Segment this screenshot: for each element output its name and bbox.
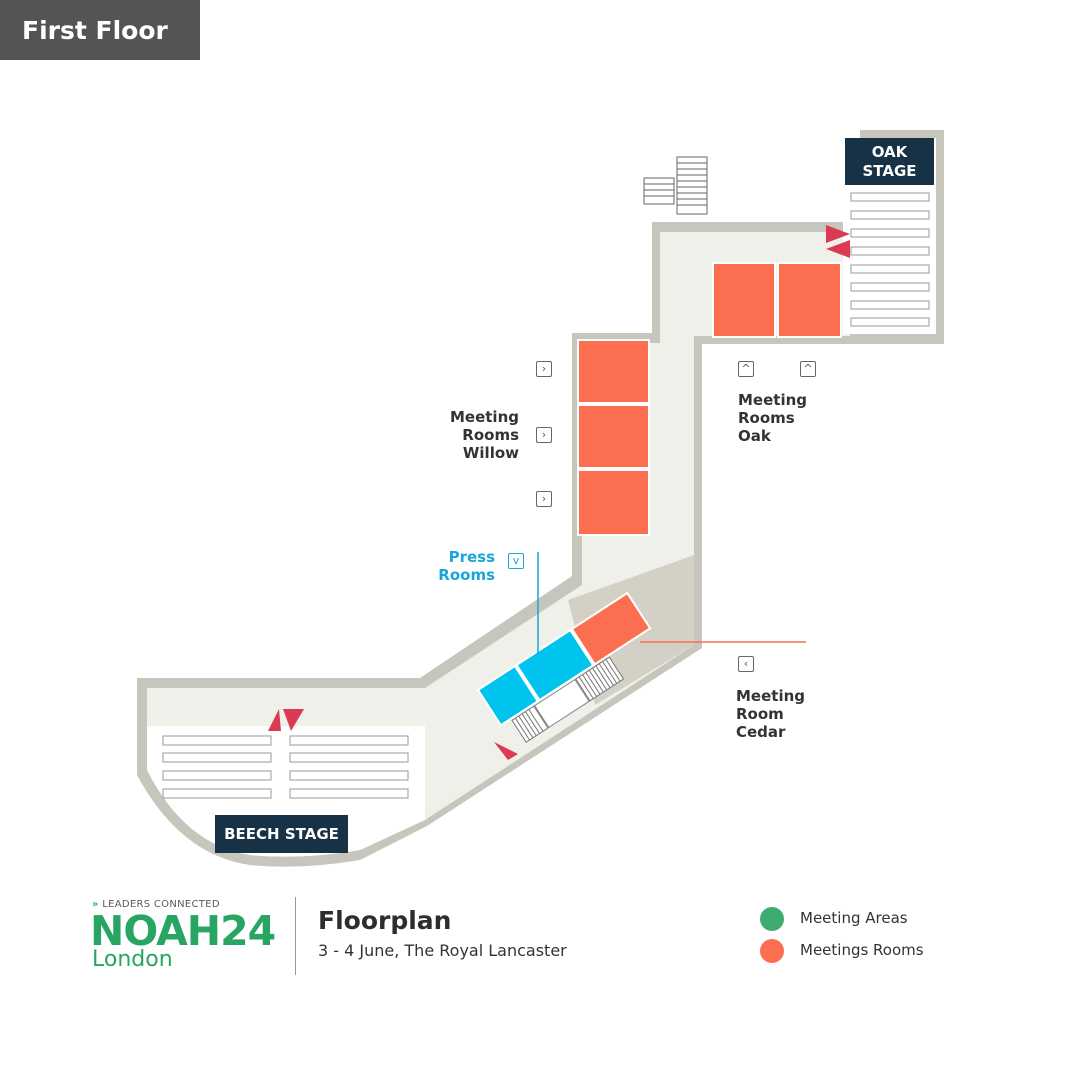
door-right-icon: ›	[536, 427, 552, 443]
brand-city: London	[92, 947, 173, 972]
meeting-room-willow-2	[577, 404, 650, 469]
beech-seating	[162, 735, 409, 799]
chevrons-icon: »	[92, 899, 99, 910]
meeting-room-oak-1	[712, 262, 776, 338]
press-room-1	[476, 664, 540, 727]
door-up-icon: ^	[800, 361, 816, 377]
oak-stage-line2: STAGE	[862, 161, 917, 180]
meeting-room-cedar	[570, 591, 652, 666]
corridor-floor	[147, 232, 850, 857]
label-meeting-rooms-oak: Meeting Rooms Oak	[738, 391, 808, 445]
beech-stage-banner: BEECH STAGE	[215, 815, 348, 853]
stairs-mid	[511, 656, 625, 743]
legend-meeting-areas-dot	[760, 907, 784, 931]
meeting-room-willow-1	[577, 339, 650, 404]
door-right-icon: ›	[536, 491, 552, 507]
press-room-2	[515, 628, 595, 702]
footer-divider	[295, 897, 296, 975]
oak-stage-banner: OAK STAGE	[845, 138, 934, 185]
meeting-room-oak-2	[777, 262, 842, 338]
door-right-icon: ›	[536, 361, 552, 377]
label-meeting-rooms-willow: Meeting Rooms Willow	[449, 408, 519, 462]
floorplan-subtitle: 3 - 4 June, The Royal Lancaster	[318, 941, 567, 960]
oak-seating	[850, 192, 930, 327]
legend-meeting-rooms-label: Meetings Rooms	[800, 941, 924, 959]
door-left-icon: ‹	[738, 656, 754, 672]
door-up-icon: ^	[738, 361, 754, 377]
legend-meeting-areas-label: Meeting Areas	[800, 909, 908, 927]
floorplan-title: Floorplan	[318, 906, 452, 935]
floorplan-map	[137, 130, 944, 867]
door-down-icon: v	[508, 553, 524, 569]
label-meeting-room-cedar: Meeting Room Cedar	[736, 687, 806, 741]
legend-meeting-rooms-dot	[760, 939, 784, 963]
entrance-arrow-icon	[268, 225, 850, 760]
stairs-top	[643, 156, 708, 215]
meeting-room-willow-3	[577, 469, 650, 536]
lift-block	[533, 678, 590, 729]
oak-stage-line1: OAK	[871, 142, 908, 161]
floor-label: First Floor	[0, 0, 200, 60]
label-press-rooms: Press Rooms	[438, 548, 495, 584]
brand-logo: NOAH24	[90, 907, 276, 955]
brand-tagline: » LEADERS CONNECTED	[92, 899, 220, 910]
